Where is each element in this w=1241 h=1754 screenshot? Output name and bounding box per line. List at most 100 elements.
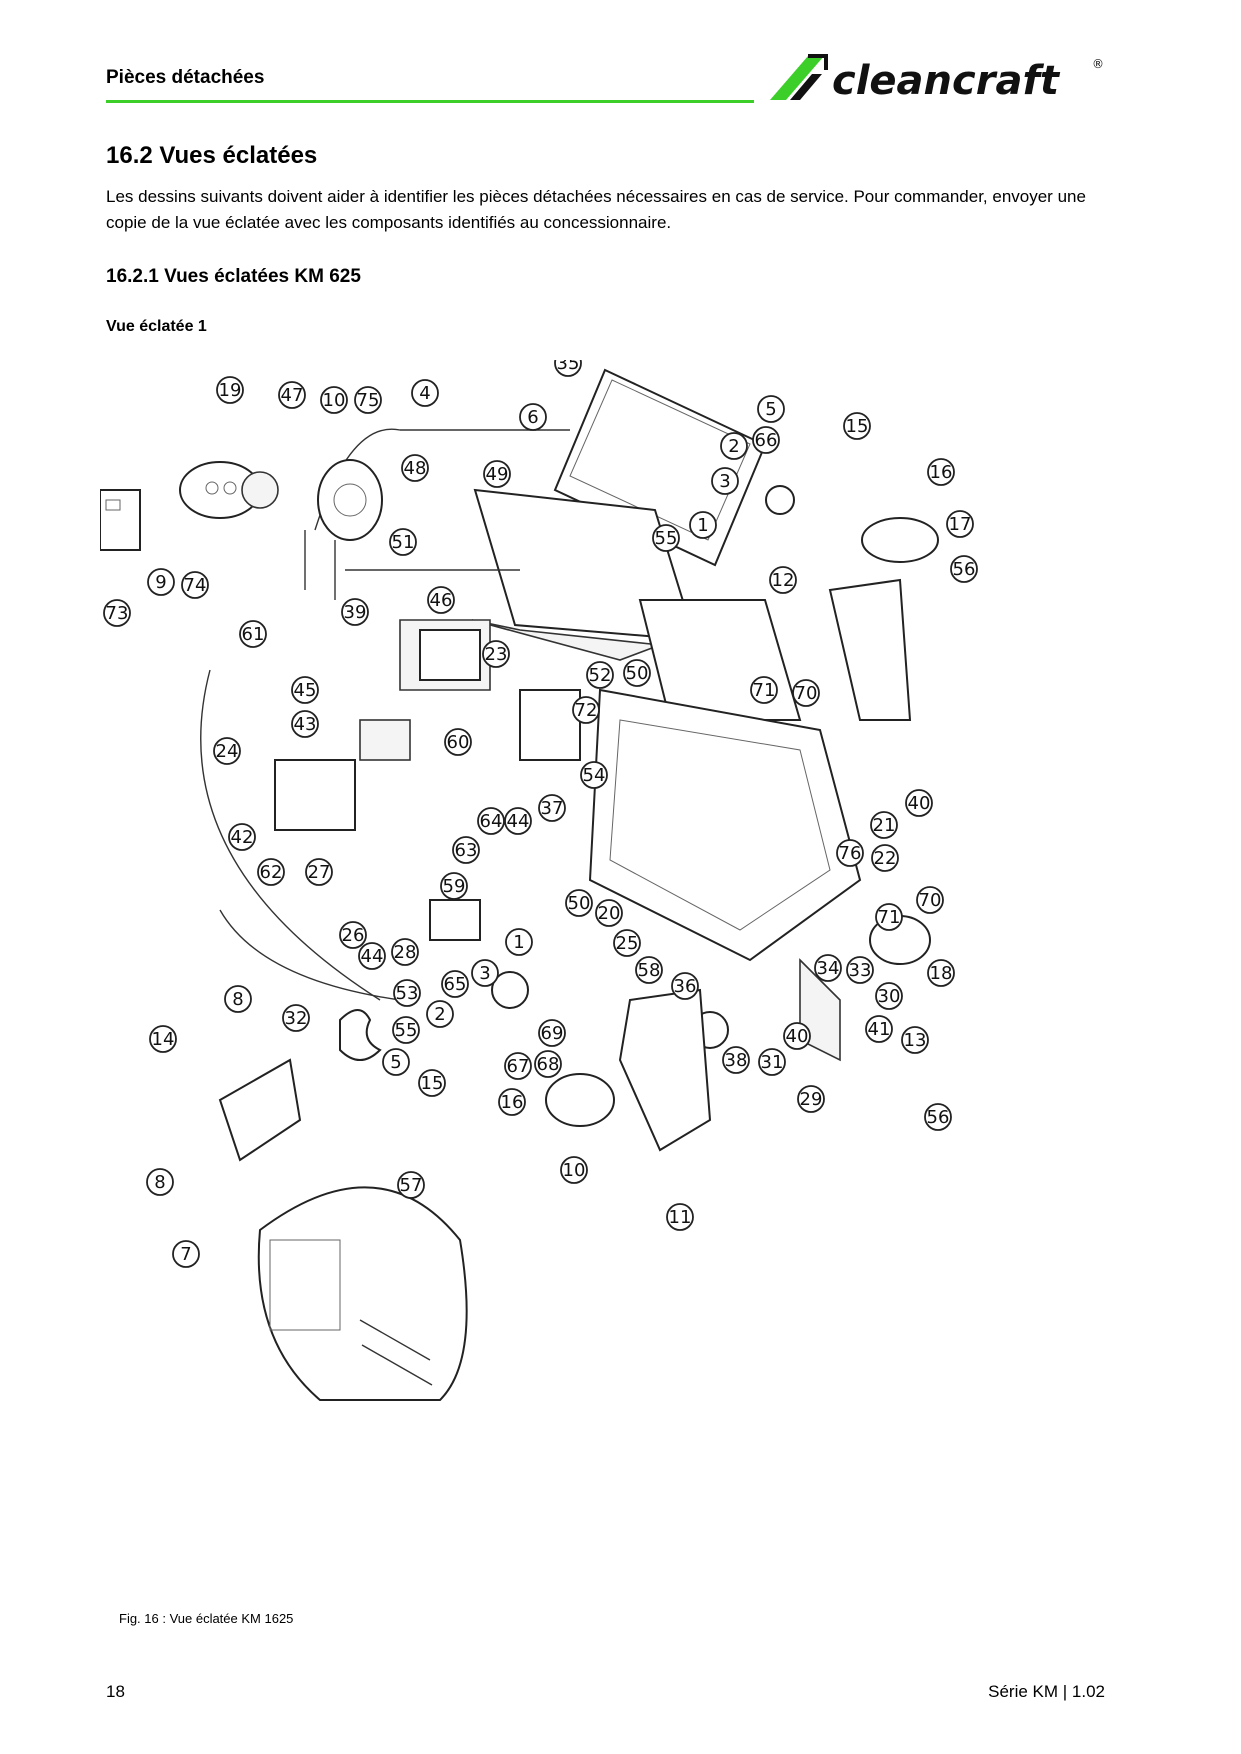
callout-50a: 50 [623,659,651,687]
callout-53: 53 [393,979,421,1007]
callout-52: 52 [586,661,614,689]
svg-text:65: 65 [444,974,467,995]
callout-21: 21 [870,811,898,839]
svg-text:42: 42 [231,827,254,848]
svg-text:74: 74 [184,575,207,596]
section-title: 16.2 Vues éclatées [106,142,318,169]
callout-51: 51 [389,528,417,556]
callout-10b: 10 [560,1156,588,1184]
footer-series: Série KM | 1.02 [988,1682,1105,1701]
svg-text:56: 56 [927,1107,950,1128]
svg-text:40: 40 [786,1026,809,1047]
svg-text:15: 15 [846,416,869,437]
callout-27: 27 [305,858,333,886]
callout-66: 66 [752,426,780,454]
callout-63: 63 [452,836,480,864]
svg-text:60: 60 [447,732,470,753]
svg-text:53: 53 [396,983,419,1004]
logo-wordmark: cleancraft [832,58,1061,104]
callout-19: 19 [216,376,244,404]
header-rule [106,100,754,103]
callout-48: 48 [401,454,429,482]
callout-49: 49 [483,460,511,488]
callout-54: 54 [580,761,608,789]
callout-47: 47 [278,381,306,409]
svg-text:46: 46 [430,590,453,611]
callout-61: 61 [239,620,267,648]
callout-35: 35 [554,360,582,377]
svg-text:23: 23 [485,644,508,665]
callout-4: 4 [411,379,439,407]
svg-text:2: 2 [728,436,739,457]
callout-74: 74 [181,571,209,599]
svg-text:32: 32 [285,1008,308,1029]
svg-text:6: 6 [527,407,538,428]
svg-text:37: 37 [541,798,564,819]
svg-text:31: 31 [761,1052,784,1073]
callout-71b: 71 [875,903,903,931]
svg-text:45: 45 [294,680,317,701]
callout-37: 37 [538,794,566,822]
callout-70b: 70 [916,886,944,914]
svg-text:71: 71 [753,680,776,701]
svg-text:41: 41 [868,1019,891,1040]
callout-7: 7 [172,1240,200,1268]
callout-30: 30 [875,982,903,1010]
svg-text:15: 15 [421,1073,444,1094]
svg-text:12: 12 [772,570,795,591]
svg-text:54: 54 [583,765,606,786]
callout-26: 26 [339,921,367,949]
callout-59: 59 [440,872,468,900]
callout-40b: 40 [783,1022,811,1050]
callout-15b: 15 [418,1069,446,1097]
callout-72: 72 [572,696,600,724]
callout-31: 31 [758,1048,786,1076]
callout-60: 60 [444,728,472,756]
callout-44b: 44 [358,942,386,970]
svg-text:70: 70 [795,683,818,704]
svg-text:22: 22 [874,848,897,869]
callout-12: 12 [769,566,797,594]
callout-70a: 70 [792,679,820,707]
callout-55b: 55 [392,1016,420,1044]
svg-text:66: 66 [755,430,778,451]
callout-17: 17 [946,510,974,538]
svg-text:62: 62 [260,862,283,883]
callout-6: 6 [519,403,547,431]
callout-29: 29 [797,1085,825,1113]
svg-text:3: 3 [479,963,490,984]
diagram-parts [100,368,939,1401]
callout-34: 34 [814,954,842,982]
callout-41: 41 [865,1015,893,1043]
callout-58: 58 [635,956,663,984]
svg-text:61: 61 [242,624,265,645]
svg-text:5: 5 [765,399,776,420]
callout-33: 33 [846,956,874,984]
callout-25: 25 [613,929,641,957]
svg-text:3: 3 [719,471,730,492]
header-section-title: Pièces détachées [106,67,265,88]
svg-text:39: 39 [344,602,367,623]
view-title: Vue éclatée 1 [106,318,207,335]
callout-5b: 5 [382,1048,410,1076]
callout-15: 15 [843,412,871,440]
svg-text:17: 17 [949,514,972,535]
svg-text:21: 21 [873,815,896,836]
callout-65: 65 [441,970,469,998]
callout-2: 2 [720,432,748,460]
svg-text:13: 13 [904,1030,927,1051]
svg-text:26: 26 [342,925,365,946]
svg-text:24: 24 [216,741,239,762]
svg-text:58: 58 [638,960,661,981]
callout-5: 5 [757,395,785,423]
svg-text:76: 76 [839,843,862,864]
svg-text:16: 16 [501,1092,524,1113]
callout-3b: 3 [471,959,499,987]
svg-text:50: 50 [626,663,649,684]
svg-text:55: 55 [395,1020,418,1041]
intro-paragraph: Les dessins suivants doivent aider à ide… [106,187,1086,232]
callout-43: 43 [291,710,319,738]
callout-67: 67 [504,1052,532,1080]
callout-76: 76 [836,839,864,867]
subsection-title: 16.2.1 Vues éclatées KM 625 [106,266,361,287]
